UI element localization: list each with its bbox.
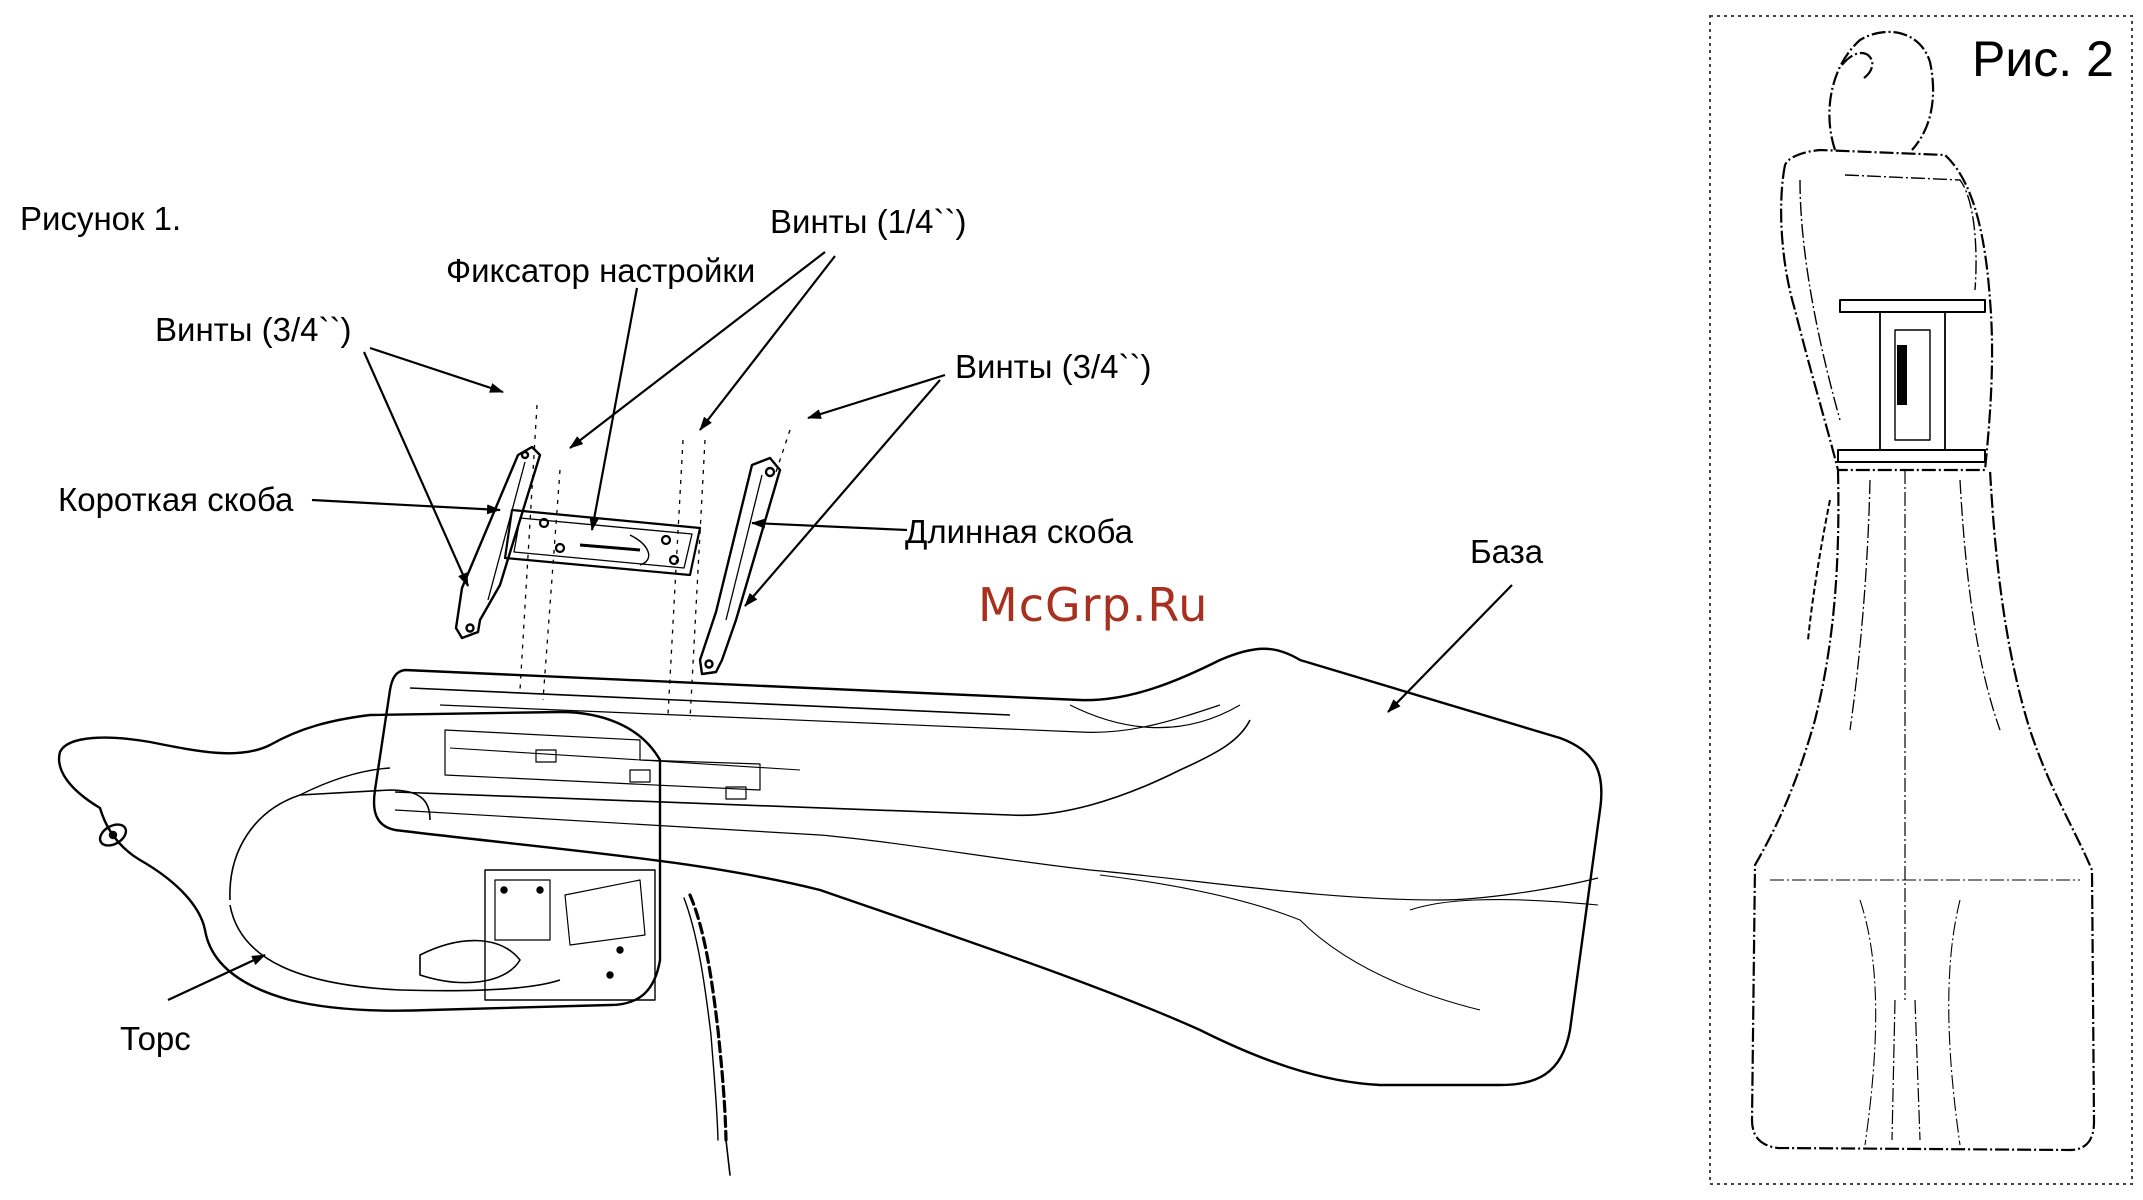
assembled-massager-drawing <box>1752 32 2094 1150</box>
figure-2-panel <box>1710 16 2132 1184</box>
power-cable <box>684 895 730 1175</box>
label-torso: Торс <box>120 1022 191 1055</box>
label-long-bracket: Длинная скоба <box>905 515 1133 548</box>
label-screws-right: Винты (3/4``) <box>955 350 1152 383</box>
short-bracket-part <box>456 447 540 638</box>
label-short-bracket: Короткая скоба <box>58 483 293 516</box>
long-bracket-part <box>700 458 780 674</box>
base-part <box>374 649 1601 1085</box>
figure-2-title: Рис. 2 <box>1972 34 2114 84</box>
label-adjustment-lock: Фиксатор настройки <box>446 254 755 287</box>
figure-1-caption: Рисунок 1. <box>20 202 181 235</box>
leader-arrows <box>168 252 1512 1000</box>
adjustment-lock-part <box>505 510 700 575</box>
figure-2-frame <box>1710 16 2132 1184</box>
label-base: База <box>1470 535 1543 568</box>
torso-part <box>59 712 660 1011</box>
label-screws-quarter: Винты (1/4``) <box>770 205 967 238</box>
label-screws-left: Винты (3/4``) <box>155 313 352 346</box>
watermark: McGrp.Ru <box>978 582 1208 628</box>
